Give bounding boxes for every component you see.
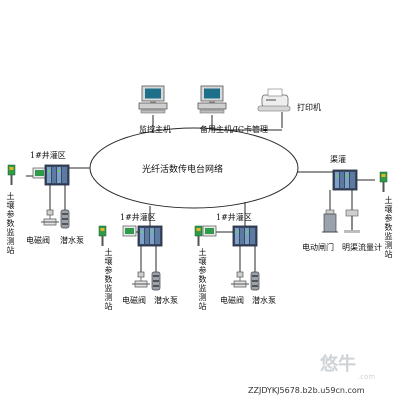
printer-label: 打印机 (297, 103, 321, 112)
watermark-url: ZZJDYKJ5678.b2b.u59cn.com (248, 386, 365, 395)
watermark-domain: .com (358, 373, 376, 381)
canal-zone-gate: 电动闸门 (302, 243, 334, 252)
mid2-zone-title: 1#井灌区 (216, 213, 252, 222)
mid1-zone-title: 1#井灌区 (120, 213, 156, 222)
solenoid-valve-icon (230, 271, 250, 288)
flowmeter-icon (344, 209, 360, 233)
hmi-display-icon (122, 225, 137, 237)
monitor-host-label: 监控主机 (139, 125, 171, 134)
monitor-host-computer-icon (138, 85, 168, 114)
canal-zone-title: 渠灌 (330, 155, 346, 164)
mid2-zone-valve: 电磁阀 (220, 296, 244, 305)
field-controller-icon (137, 225, 163, 247)
printer-icon (257, 88, 291, 112)
hmi-display-icon (202, 225, 217, 237)
canal-zone-flowmeter: 明渠流量计 (342, 243, 382, 252)
hmi-display-icon (32, 167, 47, 179)
field-controller-icon (332, 169, 358, 191)
submersible-pump-icon (250, 271, 260, 291)
left-zone-valve: 电磁阀 (26, 236, 50, 245)
soil-sensor-icon (194, 225, 203, 247)
solenoid-valve-icon (131, 271, 151, 288)
solenoid-valve-icon (40, 209, 60, 226)
mid1-zone-station: 土壤参数监测站 (104, 248, 113, 311)
soil-sensor-icon (379, 171, 388, 193)
backup-host-label: 备用主机/IC卡管理 (200, 125, 268, 134)
submersible-pump-icon (151, 271, 161, 291)
left-zone-station: 土壤参数监测站 (6, 192, 15, 255)
canal-zone-station: 土壤参数监测站 (384, 196, 393, 259)
submersible-pump-icon (60, 209, 70, 229)
soil-sensor-icon (98, 225, 107, 247)
network-label: 光纤活数传电台网络 (142, 165, 224, 175)
mid2-zone-pump: 潜水泵 (252, 296, 276, 305)
left-zone-pump: 潜水泵 (60, 236, 84, 245)
mid1-zone-valve: 电磁阀 (122, 296, 146, 305)
soil-sensor-icon (7, 164, 16, 186)
mid2-zone-station: 土壤参数监测站 (198, 248, 207, 311)
electric-gate-icon (322, 209, 338, 233)
mid1-zone-pump: 潜水泵 (154, 296, 178, 305)
backup-host-computer-icon (197, 85, 227, 114)
watermark-logo: 悠牛 (320, 354, 356, 375)
field-controller-icon (44, 164, 70, 186)
field-controller-icon (232, 225, 258, 247)
left-zone-title: 1#井灌区 (30, 151, 66, 160)
